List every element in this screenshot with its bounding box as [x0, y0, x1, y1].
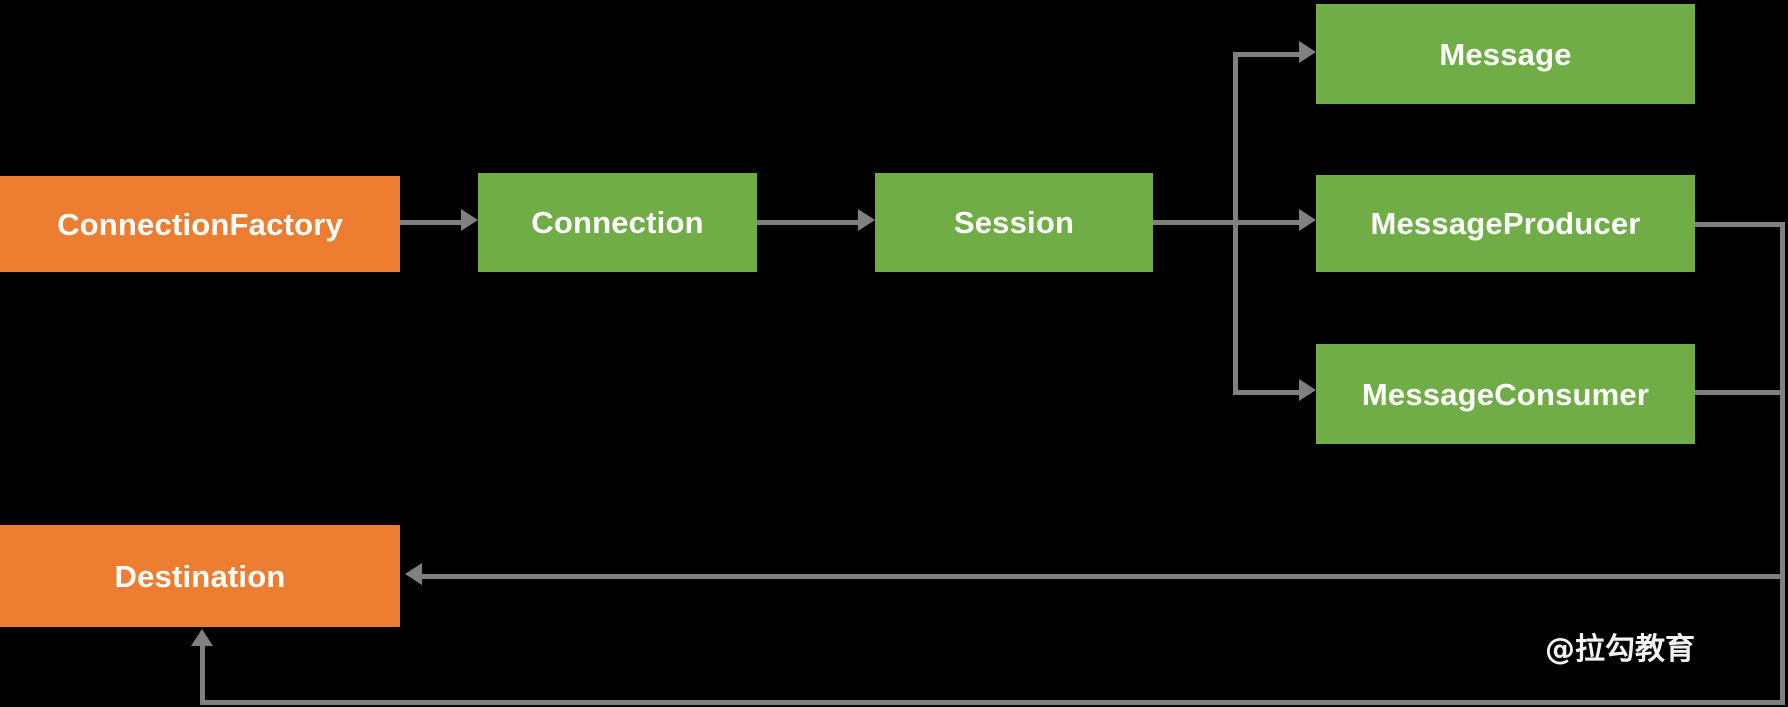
edge-message-producer-out-line — [1695, 222, 1785, 227]
edge-session-to-message-producer-arrow-icon — [1299, 209, 1316, 231]
edge-session-trunk-line — [1153, 220, 1299, 225]
edge-session-to-message-consumer-arrow-icon — [1299, 379, 1316, 401]
edge-connection-to-session-line — [757, 220, 858, 225]
watermark-label: @拉勾教育 — [1545, 632, 1695, 667]
node-connection-factory[interactable]: ConnectionFactory — [0, 176, 400, 272]
edge-session-to-message-arrow-icon — [1299, 41, 1316, 63]
edge-message-consumer-out-line — [1695, 390, 1785, 395]
edge-bottom-return-line — [200, 700, 1785, 705]
edge-to-destination-arrow-icon — [405, 563, 422, 585]
node-connection[interactable]: Connection — [478, 173, 757, 272]
edge-message-consumer-down-line — [1780, 390, 1785, 703]
edge-connection-to-session-arrow-icon — [858, 209, 875, 231]
node-message[interactable]: Message — [1316, 4, 1695, 104]
node-destination[interactable]: Destination — [0, 525, 400, 627]
edge-destination-up-line — [200, 645, 205, 703]
edge-destination-up-arrow-icon — [191, 629, 213, 646]
node-message-producer[interactable]: MessageProducer — [1316, 175, 1695, 272]
edge-session-fanout-trunk — [1233, 52, 1238, 392]
edge-session-to-message-consumer-line — [1233, 390, 1299, 395]
node-message-consumer[interactable]: MessageConsumer — [1316, 344, 1695, 444]
edge-connection-factory-to-connection-arrow-icon — [461, 209, 478, 231]
edge-to-destination-right-line — [422, 574, 1785, 579]
edge-connection-factory-to-connection-line — [400, 220, 461, 225]
node-session[interactable]: Session — [875, 173, 1153, 272]
edge-session-to-message-line — [1233, 52, 1299, 57]
